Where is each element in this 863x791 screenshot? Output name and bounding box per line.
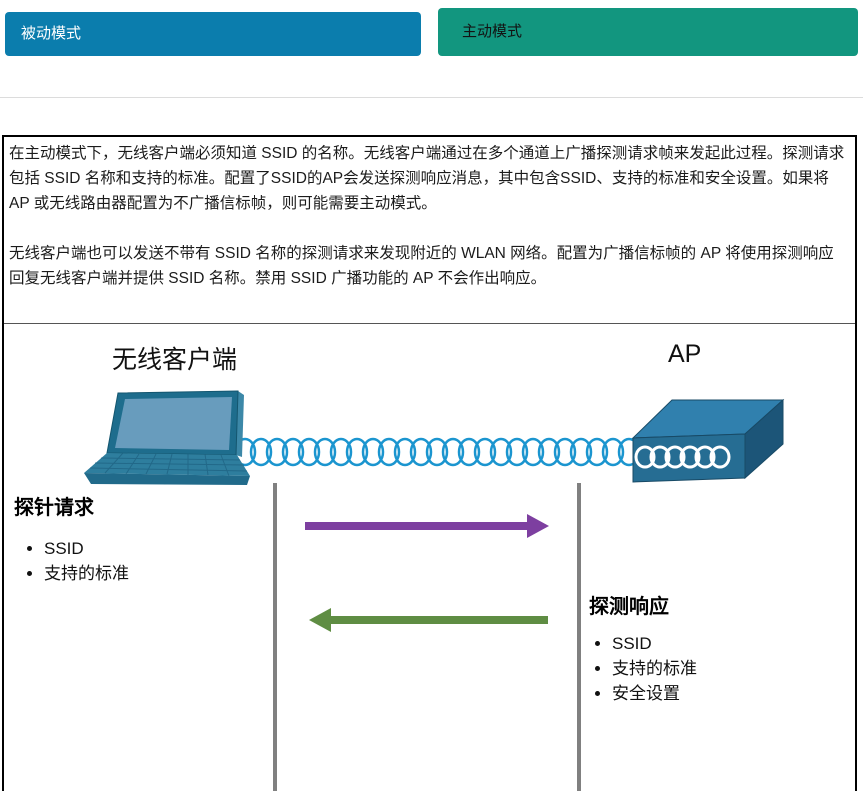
list-item: SSID [612, 631, 697, 656]
probe-response-title: 探测响应 [589, 596, 669, 618]
probe-request-arrow-icon [305, 514, 549, 538]
tab-active-mode[interactable]: 主动模式 [438, 8, 858, 56]
diagram-canvas [84, 390, 785, 791]
paragraph-2: 无线客户端也可以发送不带有 SSID 名称的探测请求来发现附近的 WLAN 网络… [9, 245, 834, 287]
list-item: 支持的标准 [44, 561, 129, 586]
list-item: SSID [44, 536, 129, 561]
probe-response-arrow-icon [309, 608, 548, 632]
list-item: 支持的标准 [612, 656, 697, 681]
wireless-client-label: 无线客户端 [112, 346, 238, 374]
laptop-icon [84, 390, 250, 485]
client-timeline-line [273, 483, 277, 791]
probe-response-list: SSID 支持的标准 安全设置 [588, 631, 697, 706]
probe-request-title: 探针请求 [14, 497, 94, 519]
description-text: 在主动模式下，无线客户端必须知道 SSID 的名称。无线客户端通过在多个通道上广… [4, 137, 855, 324]
tab-active-label: 主动模式 [462, 23, 523, 40]
tab-passive-mode[interactable]: 被动模式 [5, 12, 421, 56]
ap-label: AP [668, 340, 702, 368]
paragraph-1: 在主动模式下，无线客户端必须知道 SSID 的名称。无线客户端通过在多个通道上广… [9, 145, 845, 212]
probe-request-list: SSID 支持的标准 [20, 536, 129, 586]
probe-exchange-diagram: 无线客户端 AP 探针请求 SSID 支持的标准 探测响应 SSID 支持的标准… [0, 324, 863, 791]
ap-timeline-line [577, 483, 581, 791]
tabs-divider-rule [0, 97, 863, 98]
list-item: 安全设置 [612, 681, 697, 706]
tab-passive-label: 被动模式 [21, 25, 82, 42]
radio-wave-icon [233, 437, 641, 467]
access-point-icon [631, 398, 785, 483]
